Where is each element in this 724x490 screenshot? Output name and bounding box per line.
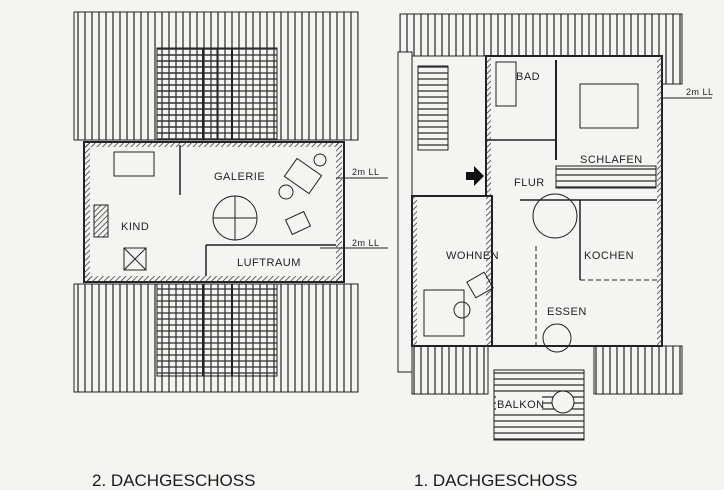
- room-label-essen: ESSEN: [547, 306, 587, 318]
- room-label-kochen: KOCHEN: [584, 250, 634, 262]
- room-label-galerie: GALERIE: [214, 171, 265, 183]
- height-mark: 2m LL: [352, 167, 380, 177]
- room-label-flur: FLUR: [514, 177, 545, 189]
- caption-2-dachgeschoss: 2. DACHGESCHOSS: [92, 471, 255, 490]
- plan-1-dachgeschoss: BAD SCHLAFEN FLUR WOHNEN KOCHEN ESSEN BA…: [397, 13, 714, 441]
- room-label-balkon: BALKON: [497, 399, 545, 411]
- room-label-wohnen: WOHNEN: [446, 250, 499, 262]
- room-label-kind: KIND: [121, 221, 149, 233]
- height-mark: 2m LL: [352, 238, 380, 248]
- room-label-luftraum: LUFTRAUM: [237, 257, 301, 269]
- entrance-arrow-icon: [466, 166, 484, 186]
- room-label-bad: BAD: [516, 71, 540, 83]
- plan-2-dachgeschoss: GALERIE KIND LUFTRAUM 2m LL 2m LL: [73, 11, 388, 393]
- dormer-bottom: [156, 283, 278, 377]
- height-mark: 2m LL: [686, 87, 714, 97]
- room-label-schlafen: SCHLAFEN: [580, 154, 643, 166]
- caption-1-dachgeschoss: 1. DACHGESCHOSS: [414, 471, 577, 490]
